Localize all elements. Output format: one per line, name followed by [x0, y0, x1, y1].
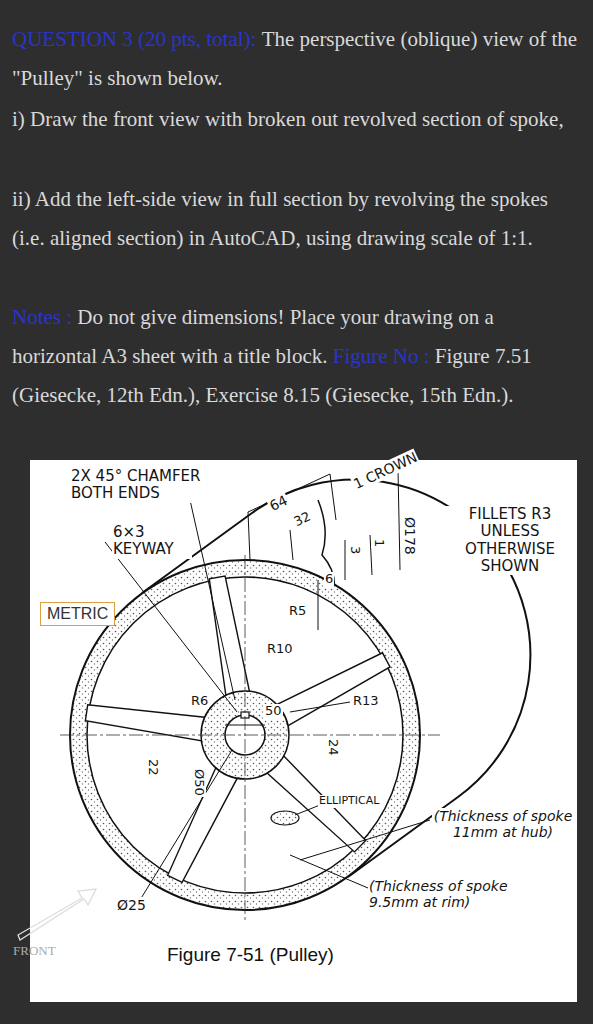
- dimension-label: 50: [264, 704, 283, 719]
- dimension-label: Ø25: [116, 897, 147, 913]
- spokes: [85, 576, 390, 882]
- spoke: [275, 653, 390, 727]
- dimension-label: FILLETS R3 UNLESS OTHERWISE SHOWN: [443, 506, 577, 575]
- revolved-section: [271, 811, 299, 825]
- dimension-label: 2X 45° CHAMFER BOTH ENDS: [70, 468, 237, 503]
- center-line: [245, 555, 246, 920]
- dimension-label: Ø178: [402, 516, 418, 556]
- front-arrow: [18, 889, 96, 940]
- dimension-label: (Thickness of spoke 9.5mm at rim): [368, 878, 545, 910]
- dimension-label: 6: [324, 572, 334, 587]
- dimension-label: Ø50: [191, 768, 206, 797]
- dimension-label: R5: [288, 604, 307, 619]
- dimension-label: R10: [266, 642, 294, 657]
- dimension-label: 6×3 KEYWAY: [112, 524, 192, 559]
- leader-lines: [105, 470, 430, 900]
- center-line: [60, 735, 440, 736]
- figure-ground: [30, 460, 577, 1002]
- dimension-label: 22: [145, 758, 160, 777]
- dimension-label: 24: [325, 738, 340, 757]
- spoke: [85, 705, 207, 742]
- dimension-label: 1: [371, 538, 386, 548]
- dimension-label: (Thickness of spoke 11mm at hub): [432, 808, 574, 840]
- units-box: METRIC: [40, 602, 115, 626]
- dimension-label: R6: [190, 694, 209, 709]
- question-paragraph: Notes :Do not give dimensions! Place you…: [12, 298, 581, 415]
- question-paragraph: ii) Add the left-side view in full secti…: [12, 180, 581, 258]
- body-text: i) Draw the front view with broken out r…: [12, 107, 564, 131]
- dimension-label: FRONT: [12, 944, 57, 959]
- heading-text: Figure No :: [333, 344, 430, 368]
- heading-text: Notes :: [12, 305, 72, 329]
- figure-caption: Figure 7-51 (Pulley): [167, 944, 334, 966]
- heading-text: QUESTION 3 (20 pts, total):: [12, 27, 256, 51]
- body-text: ii) Add the left-side view in full secti…: [12, 187, 548, 250]
- dimension-label: ELLIPTICAL: [318, 795, 380, 808]
- units-text: METRIC: [47, 605, 108, 622]
- spoke: [168, 766, 239, 883]
- spoke: [209, 576, 250, 698]
- dimension-label: 3: [347, 545, 362, 555]
- question-paragraph: QUESTION 3 (20 pts, total):The perspecti…: [12, 20, 581, 98]
- question-paragraph: i) Draw the front view with broken out r…: [12, 100, 581, 139]
- dimension-label: R13: [352, 694, 380, 709]
